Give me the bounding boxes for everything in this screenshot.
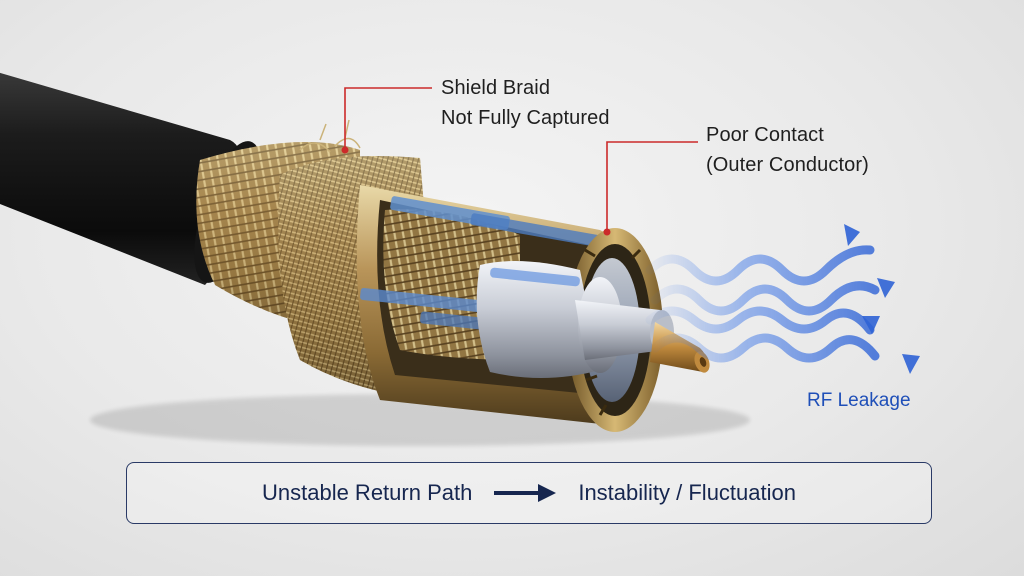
callout-line-contact [606,141,698,232]
callout-text-line: Shield Braid [441,77,551,99]
summary-box: Unstable Return Path Instability / Fluct… [126,462,932,524]
summary-cause: Unstable Return Path [261,480,473,505]
right-arrow-icon [494,484,557,502]
callout-text-line: (Outer Conductor) [706,154,869,176]
callout-text-line: Not Fully Captured [441,107,610,129]
rf-leakage-label: RF Leakage [807,390,911,411]
callout-text-line: Poor Contact [706,124,824,146]
rf-leakage-waves [645,245,880,363]
poor-contact-callout: Poor Contact (Outer Conductor) [706,120,869,180]
shield-braid-callout: Shield Braid Not Fully Captured [441,73,610,133]
summary-effect: Instability / Fluctuation [578,480,796,505]
callout-line-braid [344,87,432,150]
